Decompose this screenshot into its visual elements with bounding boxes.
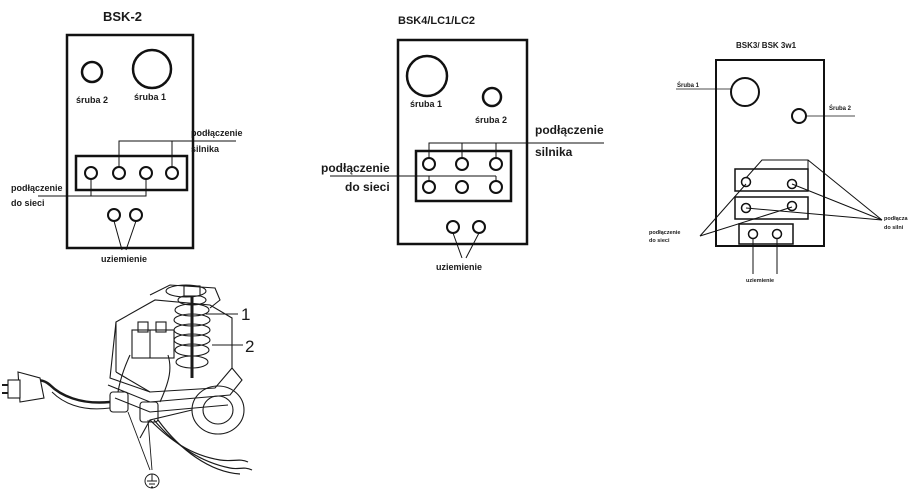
screw-1-hole (131, 48, 173, 90)
ground-terminals (446, 220, 486, 259)
motor-connection-lines (428, 142, 604, 158)
screw-1-label: śruba 1 (410, 99, 442, 109)
screw-1-label: śruba 1 (134, 92, 166, 102)
screw-2-label: Śruba 2 (829, 105, 852, 112)
diagram-bsk4-lc1-lc2: BSK4/LC1/LC2 śruba 1 śruba 2 podłączenie… (321, 15, 604, 272)
mains-connection-label-1: podłączenie (11, 183, 63, 193)
screw-1-label: Śruba 1 (677, 82, 700, 89)
ground-symbol-icon (144, 473, 160, 489)
terminal-block-bottom (734, 196, 809, 220)
mains-connection-label-2: do sieci (345, 180, 390, 194)
callout-2-label: 2 (245, 337, 254, 356)
motor-connection-label-1: podłączenie (535, 123, 604, 137)
ground-label: uziemienie (746, 278, 774, 284)
screw-1-hole (730, 77, 760, 107)
diagram-title: BSK4/LC1/LC2 (398, 15, 475, 27)
mains-connection-lines (699, 183, 793, 237)
terminal-screws (740, 176, 798, 214)
switch-housing (715, 59, 825, 247)
terminal-block (74, 154, 189, 192)
diagram-title: BSK-2 (103, 9, 142, 24)
screw-2-label: śruba 2 (76, 95, 108, 105)
diagram-bsk3: BSK3/ BSK 3w1 Śruba 1 Śruba 2 podłączeni… (649, 41, 908, 284)
diagram-bsk2: BSK-2 śruba 2 śruba 1 podłączenie silnik… (11, 9, 243, 264)
screw-2-label: śruba 2 (475, 115, 507, 125)
adjustment-springs (173, 285, 211, 378)
motor-connection-label-2: do silni (884, 225, 904, 231)
ground-label: uziemienie (101, 254, 147, 264)
motor-connection-label-1: podłączenie (191, 128, 243, 138)
mains-connection-label-1: podłączenie (649, 230, 680, 236)
screw-1-hole (405, 54, 449, 98)
motor-connection-label-2: silnika (191, 144, 220, 154)
ground-terminals (107, 208, 143, 251)
motor-connection-lines (745, 159, 883, 221)
motor-connection-label-2: silnika (535, 145, 573, 159)
motor-connection-label-1: podłącza (884, 216, 908, 222)
diagram-title: BSK3/ BSK 3w1 (736, 41, 797, 50)
mains-connection-label-2: do sieci (649, 238, 670, 244)
callout-1-label: 1 (241, 305, 250, 324)
screw-2-hole (791, 108, 807, 124)
screw-2-hole (481, 86, 503, 108)
mains-connection-lines (38, 179, 147, 197)
ground-terminals (747, 228, 783, 274)
mains-connection-label-2: do sieci (11, 198, 45, 208)
mains-connection-lines (330, 175, 497, 181)
terminal-block-top (734, 168, 809, 192)
screw-2-hole (80, 60, 104, 84)
motor-connection-lines (118, 140, 236, 167)
switch-housing (396, 38, 529, 246)
pressure-switch-illustration (2, 284, 253, 475)
bridge-lines (745, 159, 809, 179)
ground-block (738, 223, 794, 245)
terminal-screws (84, 166, 179, 180)
ground-label: uziemienie (436, 262, 482, 272)
mains-connection-label-1: podłączenie (321, 161, 390, 175)
